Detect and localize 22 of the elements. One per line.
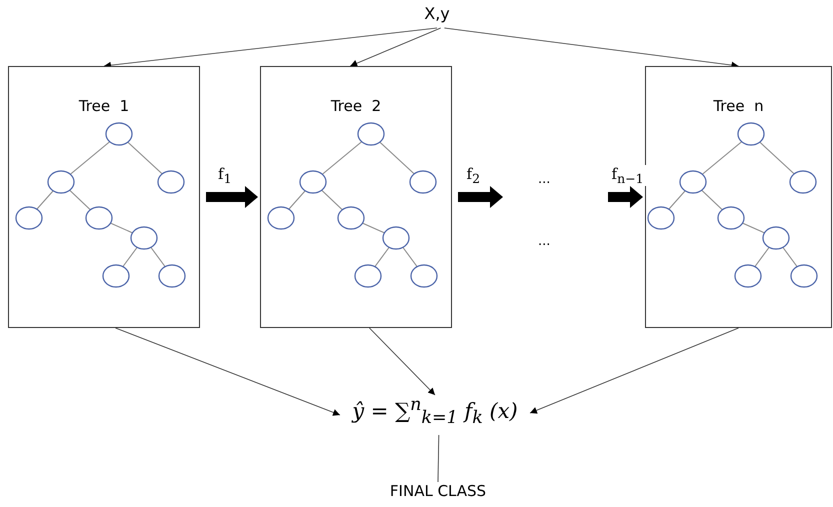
connector-line [438,434,440,482]
tree-title: Tree 1 [78,97,130,115]
tree-box [260,66,452,328]
arrow [104,28,438,69]
text-label: X,y [424,4,450,23]
arrow [115,328,340,416]
tree-title: Tree 2 [330,97,382,115]
arrow [530,328,739,414]
block-arrow [206,186,258,208]
arrow [350,28,442,67]
tree-box [645,66,832,328]
tree-title: Tree n [712,97,765,115]
block-arrow [608,186,643,208]
block-arrow [458,186,503,208]
arrow [369,328,436,396]
arrow [444,28,739,69]
ellipsis-label: ... [538,172,550,187]
text-label: FINAL CLASS [390,482,486,500]
tree-box [8,66,200,328]
edge-label: f$_{n−1}$ [610,165,646,186]
ellipsis-label: ... [538,234,550,249]
formula-text: ŷ = ∑$^{n}$$_{k=1}$ f$_{k}$ (x) [352,395,518,428]
